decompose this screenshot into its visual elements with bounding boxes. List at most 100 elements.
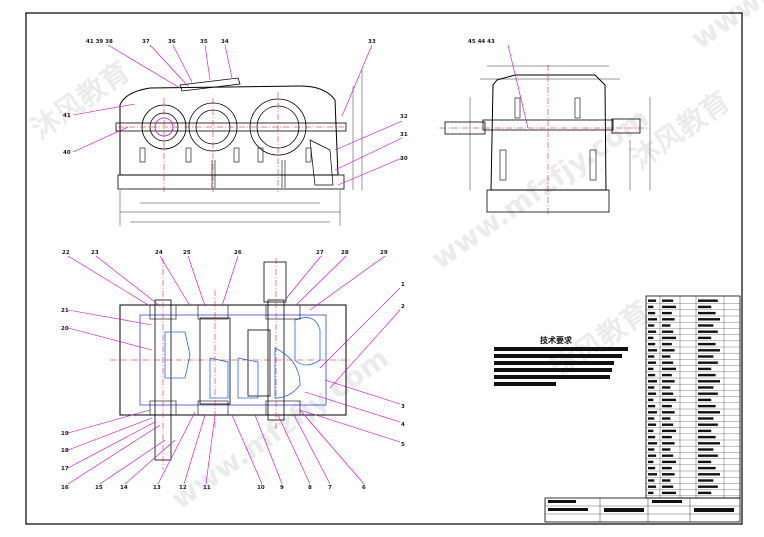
callout-13: 13 [153,485,161,491]
parts-list-cell [698,318,720,321]
parts-list-cell [648,330,657,333]
callout-14: 14 [120,485,128,491]
title-block [544,497,741,523]
side-leader [507,44,529,129]
sheet-border [25,12,743,525]
callout-3: 3 [401,404,405,410]
parts-list-cell [648,349,657,352]
front-inspection-cover [179,77,241,92]
parts-list-cell [662,342,672,346]
callout-34: 34 [221,39,229,45]
plan-leaders [67,255,401,485]
callout-23: 23 [91,250,99,256]
parts-list-cell [648,373,656,377]
parts-list-cell [698,491,712,495]
parts-list-cell [698,460,712,464]
callout-37: 37 [142,39,150,45]
side-housing [490,74,607,191]
callout-24: 24 [155,250,163,256]
callout-41-39-38: 41 39 38 [86,39,113,45]
parts-list-cell [648,479,655,482]
front-view: 41 39 38 37 36 35 34 33 41 40 32 31 30 [63,39,408,226]
parts-list-cell [648,342,656,346]
parts-list-cell [698,305,712,309]
callout-33: 33 [368,39,376,45]
parts-list-cell [662,361,674,364]
front-housing [119,85,339,176]
parts-list-grid [659,296,725,498]
parts-list-cell [698,454,718,457]
callout-26: 26 [234,250,242,256]
parts-list-cell [698,479,714,482]
parts-list-cell [662,442,675,445]
parts-list-cell [698,435,716,439]
parts-list-cell [698,386,714,389]
parts-list-cell [662,417,671,420]
callout-19: 19 [61,431,69,437]
parts-list-cell [662,373,672,377]
parts-list-cell [648,380,657,383]
side-bolts [499,97,597,181]
plan-intermediate-gear [247,329,271,397]
parts-list-cell [662,460,676,464]
parts-list-cell [648,361,657,364]
parts-list-cell [698,373,716,377]
callout-28: 28 [341,250,349,256]
parts-list-cell [662,336,676,340]
parts-list-cell [648,491,654,495]
parts-list-cell [698,311,716,315]
parts-list-cell [648,305,654,309]
front-base [117,174,345,190]
parts-list-cell [662,454,674,457]
side-view: 45 44 43 [440,39,651,216]
parts-list-cell [698,473,720,476]
parts-list-cell [648,485,657,488]
parts-list-cell [648,411,657,414]
parts-list-cell [648,398,654,402]
callout-32: 32 [400,114,408,120]
parts-list-cell [648,404,656,408]
parts-list-cell [698,448,714,451]
callout-45-44-43: 45 44 43 [468,39,495,45]
parts-list-cell [698,355,714,358]
parts-list-cell [662,398,676,402]
callout-6: 6 [362,485,366,491]
callout-21: 21 [61,308,69,314]
parts-list-cell [698,324,714,327]
parts-list-cell [648,355,655,358]
callout-22: 22 [62,250,70,256]
parts-list-cell [648,435,656,439]
front-dimensions [119,70,363,226]
callout-11: 11 [203,485,211,491]
front-leaders [72,44,403,186]
parts-list-cell [648,417,655,420]
parts-list-cell [662,392,674,395]
parts-list-rows [646,299,740,496]
parts-list-cell [648,466,656,470]
plan-output-shaft [263,261,287,303]
callout-9: 9 [280,485,284,491]
parts-list-cell [662,479,671,482]
parts-list-cell [698,361,718,364]
front-flange [115,122,347,132]
parts-list-cell [648,367,654,371]
parts-list-cell [698,330,718,333]
parts-list-cell [698,392,718,395]
callout-4: 4 [401,422,405,428]
parts-list-cell [698,336,712,340]
parts-list-cell [662,386,671,389]
parts-list-cell [662,473,675,476]
tech-requirements-redacted-lines [494,347,628,386]
parts-list-cell [648,386,655,389]
callout-2: 2 [401,304,405,310]
parts-list-cell [662,380,675,383]
tech-requirements-title: 技术要求 [540,335,573,345]
callout-1: 1 [401,282,405,288]
side-dimensions [469,65,651,190]
callout-20: 20 [61,326,69,332]
plan-view: 22 23 24 25 26 27 28 29 21 20 1 2 3 4 5 … [61,250,405,491]
parts-list-cell [648,442,657,445]
callout-29: 29 [380,250,388,256]
callout-27: 27 [316,250,324,256]
